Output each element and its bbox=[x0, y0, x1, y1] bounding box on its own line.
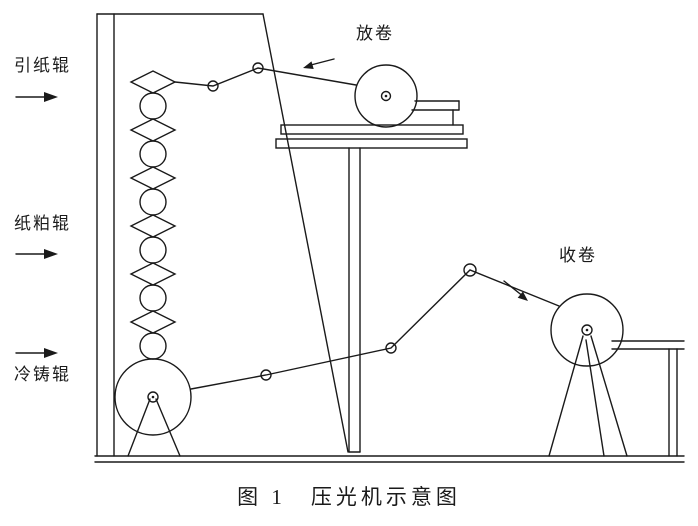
platform bbox=[275, 124, 468, 453]
guide-roller bbox=[260, 369, 272, 381]
label-unwind: 放卷 bbox=[356, 24, 394, 43]
web-path-lower bbox=[190, 263, 560, 390]
guide-roller bbox=[252, 62, 264, 74]
label-arrow-paper-pulp-roller bbox=[15, 249, 58, 259]
machine-frame bbox=[96, 13, 349, 457]
calender-roller-stack bbox=[129, 70, 177, 360]
guide-roller bbox=[385, 342, 397, 354]
label-arrow-paper-guide-roller bbox=[15, 92, 58, 102]
unwind-roll bbox=[354, 64, 460, 128]
label-paper-pulp-roller: 纸粕辊 bbox=[14, 214, 71, 233]
label-rewind: 收卷 bbox=[559, 246, 597, 265]
web-direction-arrow-unwind bbox=[303, 58, 335, 69]
label-arrow-cold-cast-roller bbox=[15, 348, 58, 358]
figure-caption: 图 1 压光机示意图 bbox=[237, 485, 461, 509]
guide-roller bbox=[207, 80, 219, 92]
guide-roller bbox=[463, 263, 477, 277]
cold-cast-roller bbox=[114, 358, 192, 457]
label-paper-guide-roller: 引纸辊 bbox=[14, 56, 71, 75]
web-direction-arrow-rewind bbox=[503, 280, 528, 301]
rewind-roll bbox=[548, 293, 685, 457]
label-cold-cast-roller: 冷铸辊 bbox=[14, 365, 71, 384]
web-path-upper bbox=[174, 62, 357, 92]
ground-line bbox=[94, 455, 685, 463]
